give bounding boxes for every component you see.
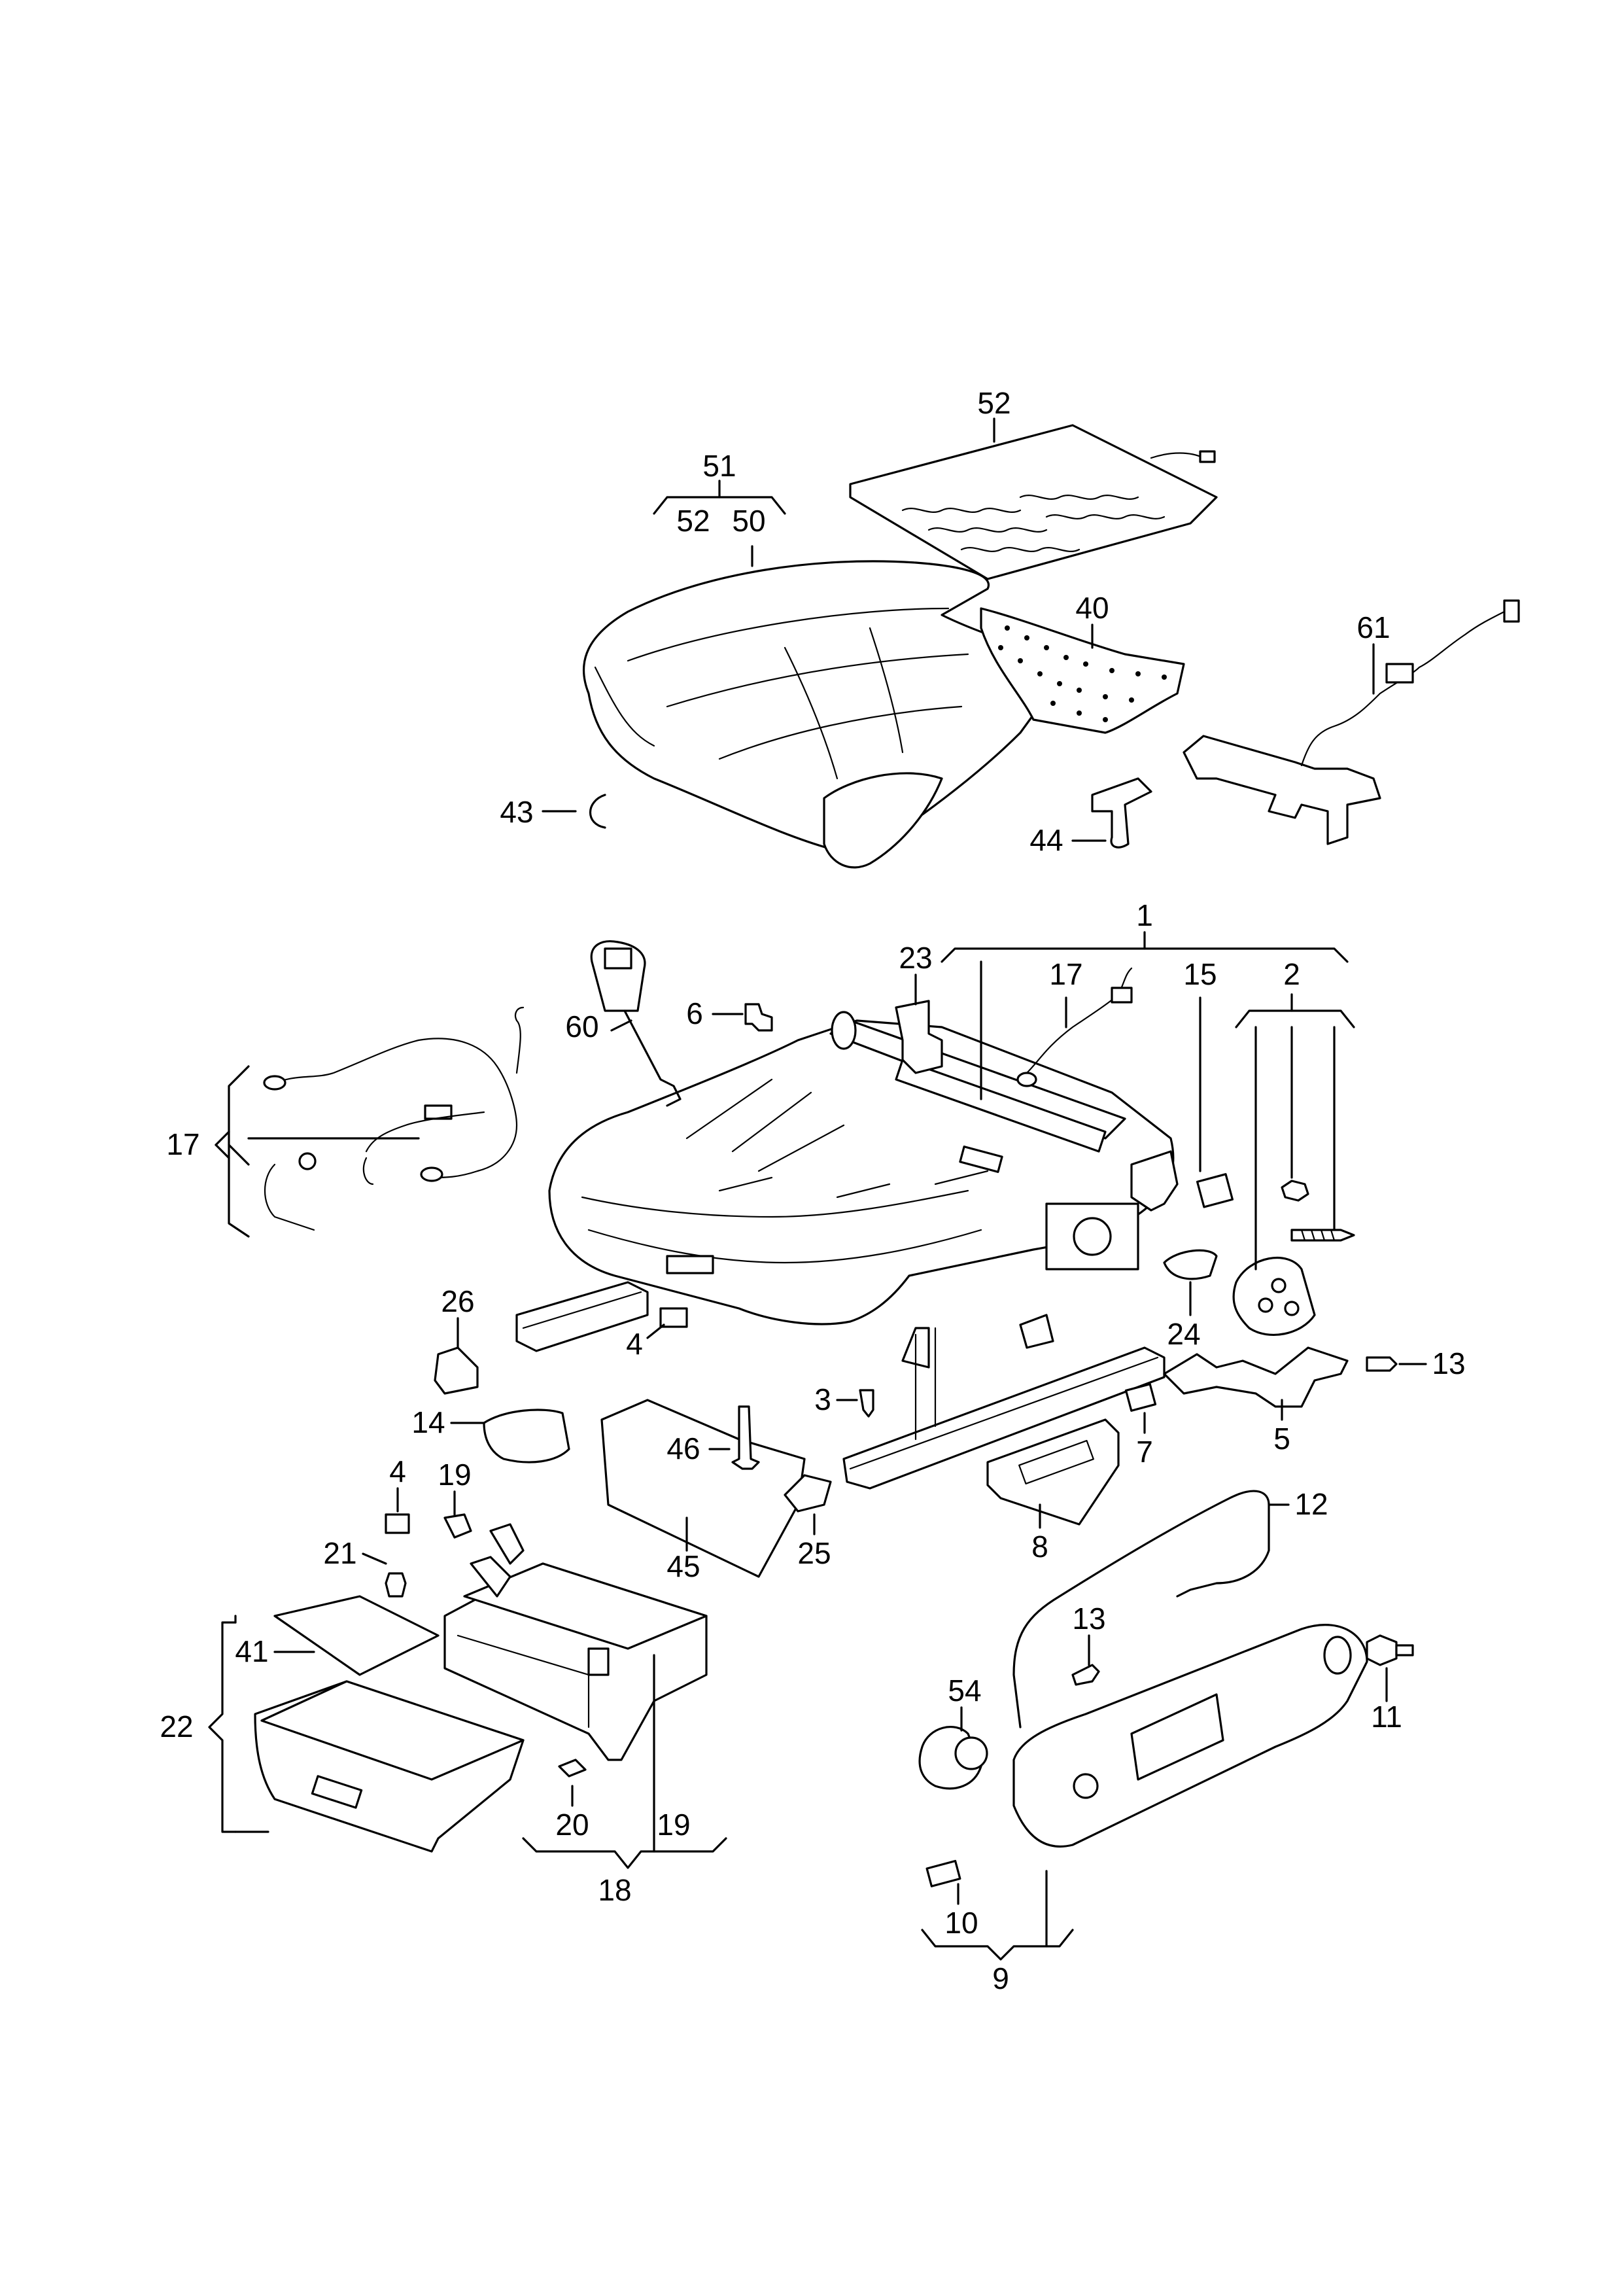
sensor-harness bbox=[1183, 599, 1520, 845]
label-52-top: 52 bbox=[977, 386, 1011, 420]
callout-labels: 52 51 52 50 40 61 43 44 1 23 17 15 2 6 6… bbox=[160, 386, 1465, 1995]
screw bbox=[859, 1389, 874, 1418]
drawer-mat bbox=[273, 1595, 440, 1676]
label-41: 41 bbox=[235, 1634, 268, 1668]
seat-belt-buckle bbox=[590, 940, 682, 1107]
clip-nut bbox=[659, 1307, 688, 1328]
expansion-rivet bbox=[731, 1405, 760, 1470]
trim-screw bbox=[1366, 1356, 1398, 1372]
label-22: 22 bbox=[160, 1709, 193, 1743]
label-17-left: 17 bbox=[166, 1127, 199, 1161]
label-54: 54 bbox=[948, 1673, 981, 1708]
label-20: 20 bbox=[555, 1808, 589, 1842]
label-17-right: 17 bbox=[1049, 957, 1082, 991]
seat-switch bbox=[918, 1726, 988, 1790]
leader-lines bbox=[208, 417, 1427, 1961]
label-19-bottom: 19 bbox=[657, 1808, 690, 1842]
rail-guide bbox=[434, 1346, 479, 1395]
label-8: 8 bbox=[1031, 1530, 1048, 1564]
label-52-bracket: 52 bbox=[676, 504, 710, 538]
label-15: 15 bbox=[1183, 957, 1217, 991]
retaining-clip bbox=[1091, 777, 1152, 849]
label-4-top: 4 bbox=[626, 1327, 643, 1361]
end-cap bbox=[1163, 1249, 1218, 1280]
label-7: 7 bbox=[1136, 1435, 1153, 1469]
nut-and-screw bbox=[1281, 1180, 1355, 1242]
foam-pad bbox=[980, 607, 1185, 734]
label-26: 26 bbox=[441, 1284, 474, 1318]
spring-clip bbox=[558, 1759, 587, 1778]
label-2: 2 bbox=[1283, 957, 1300, 991]
retainer-clip bbox=[925, 1859, 961, 1887]
label-50: 50 bbox=[732, 504, 765, 538]
label-18: 18 bbox=[598, 1873, 631, 1907]
label-13-mid: 13 bbox=[1072, 1602, 1105, 1636]
label-5: 5 bbox=[1273, 1422, 1290, 1456]
label-6: 6 bbox=[686, 996, 703, 1030]
trim-cover bbox=[483, 1409, 570, 1463]
label-61: 61 bbox=[1356, 610, 1390, 644]
side-trim-strip bbox=[986, 1418, 1120, 1526]
panel-clip bbox=[784, 1474, 832, 1513]
heating-mat bbox=[849, 424, 1218, 580]
bolt bbox=[744, 1003, 773, 1032]
label-9: 9 bbox=[992, 1961, 1009, 1995]
label-13-right: 13 bbox=[1432, 1346, 1465, 1380]
storage-drawer bbox=[254, 1680, 525, 1853]
hog-ring bbox=[589, 794, 606, 829]
cage-nut bbox=[443, 1513, 472, 1539]
label-19-top: 19 bbox=[438, 1458, 471, 1492]
seat-cushion bbox=[582, 560, 1074, 869]
wire-frame bbox=[1012, 1490, 1270, 1728]
side-panel bbox=[1012, 1624, 1368, 1848]
label-4-lower: 4 bbox=[389, 1454, 406, 1488]
label-12: 12 bbox=[1294, 1487, 1328, 1521]
label-3: 3 bbox=[814, 1382, 831, 1416]
label-23: 23 bbox=[899, 941, 932, 975]
label-46: 46 bbox=[666, 1431, 700, 1465]
drawer-bolt bbox=[385, 1572, 407, 1598]
label-40: 40 bbox=[1075, 591, 1109, 625]
label-51: 51 bbox=[702, 449, 736, 483]
adjuster-bracket bbox=[1232, 1257, 1316, 1336]
trim-screw-lower bbox=[1071, 1664, 1100, 1686]
label-25: 25 bbox=[797, 1536, 831, 1570]
label-44: 44 bbox=[1029, 823, 1063, 857]
connector-housing bbox=[1196, 1173, 1234, 1208]
bowden-cable bbox=[263, 1006, 525, 1231]
mounting-bracket bbox=[1163, 1346, 1349, 1408]
label-60: 60 bbox=[565, 1009, 598, 1043]
label-43: 43 bbox=[500, 795, 533, 829]
drawer-housing bbox=[443, 1523, 708, 1761]
label-1: 1 bbox=[1136, 898, 1153, 932]
label-11: 11 bbox=[1371, 1700, 1402, 1734]
speed-clip bbox=[1124, 1383, 1157, 1412]
lower-trim-panel bbox=[600, 1399, 806, 1578]
guide-bracket bbox=[895, 1000, 943, 1074]
release-cable bbox=[1016, 967, 1133, 1087]
label-10: 10 bbox=[944, 1906, 978, 1940]
label-24: 24 bbox=[1167, 1317, 1200, 1351]
label-14: 14 bbox=[411, 1405, 445, 1439]
push-clip bbox=[1366, 1634, 1414, 1666]
clip-nut-lower bbox=[385, 1513, 410, 1534]
label-21: 21 bbox=[323, 1536, 356, 1570]
label-45: 45 bbox=[666, 1549, 700, 1583]
